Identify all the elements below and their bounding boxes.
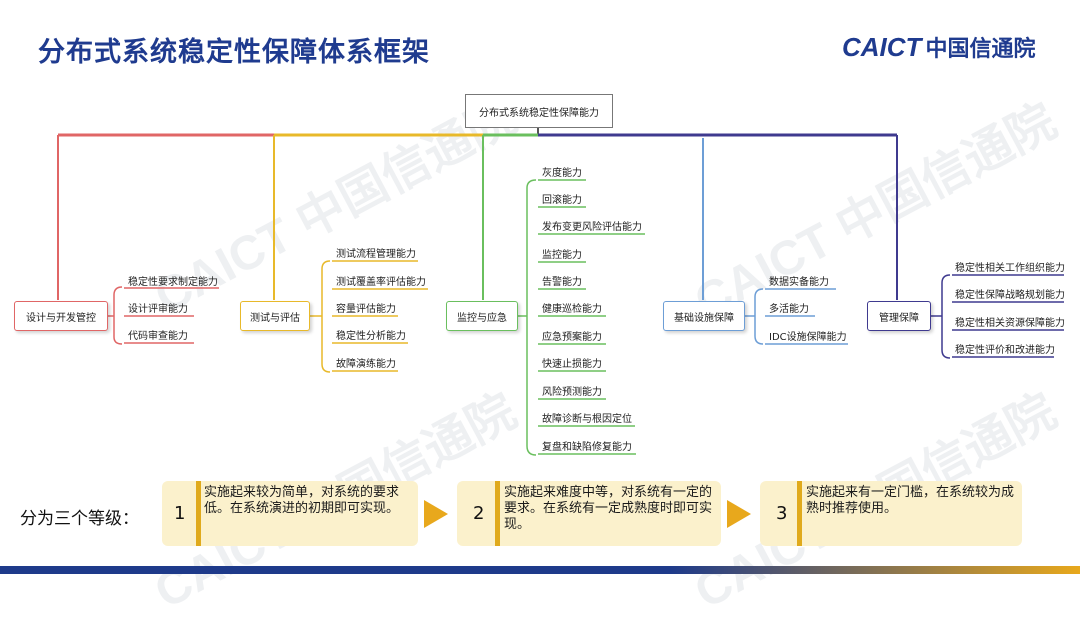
level-card-1: 1 实施起来较为简单，对系统的要求低。在系统演进的初期即可实现。 <box>162 481 418 546</box>
arrow-right-icon <box>424 500 448 528</box>
level-card-2: 2 实施起来难度中等，对系统有一定的要求。在系统有一定成熟度时即可实现。 <box>457 481 721 546</box>
branch-design-dev: 设计与开发管控 <box>14 301 108 331</box>
leaf-item: 回滚能力 <box>542 195 582 206</box>
leaf-item: 设计评审能力 <box>128 304 188 315</box>
level-description: 实施起来较为简单，对系统的要求低。在系统演进的初期即可实现。 <box>204 485 400 516</box>
leaf-item: IDC设施保障能力 <box>769 332 847 343</box>
branch-management: 管理保障 <box>867 301 931 331</box>
leaf-item: 稳定性相关工作组织能力 <box>955 263 1065 274</box>
leaf-item: 监控能力 <box>542 250 582 261</box>
leaf-item: 测试流程管理能力 <box>336 249 416 260</box>
level-number: 2 <box>473 503 485 524</box>
leaf-item: 代码审查能力 <box>128 331 188 342</box>
footer-bar <box>0 566 1080 574</box>
leaf-item: 灰度能力 <box>542 168 582 179</box>
leaf-item: 风险预测能力 <box>542 387 602 398</box>
leaf-item: 稳定性要求制定能力 <box>128 277 218 288</box>
caict-logo: CAICT 中国信通院 <box>842 30 1035 64</box>
branch-monitoring: 监控与应急 <box>446 301 518 331</box>
leaf-item: 告警能力 <box>542 277 582 288</box>
leaf-item: 发布变更风险评估能力 <box>542 222 642 233</box>
logo-en: CAICT <box>842 31 922 62</box>
leaf-item: 故障诊断与根因定位 <box>542 414 632 425</box>
leaf-item: 快速止损能力 <box>542 359 602 370</box>
leaf-item: 稳定性相关资源保障能力 <box>955 318 1065 329</box>
leaf-item: 稳定性评价和改进能力 <box>955 345 1055 356</box>
slide-title: 分布式系统稳定性保障体系框架 <box>38 37 430 68</box>
leaf-item: 测试覆盖率评估能力 <box>336 277 426 288</box>
root-node: 分布式系统稳定性保障能力 <box>465 94 613 128</box>
branch-infrastructure: 基础设施保障 <box>663 301 745 331</box>
leaf-item: 数据实备能力 <box>769 277 829 288</box>
footer-bar-accent <box>670 566 1080 574</box>
level-description: 实施起来有一定门槛，在系统较为成熟时推荐使用。 <box>806 485 1015 516</box>
diagram-connectors <box>57 128 1064 456</box>
level-accent-bar <box>196 481 201 546</box>
branch-testing: 测试与评估 <box>240 301 310 331</box>
arrow-right-icon <box>727 500 751 528</box>
leaf-item: 稳定性分析能力 <box>336 331 406 342</box>
level-accent-bar <box>797 481 802 546</box>
leaf-item: 容量评估能力 <box>336 304 396 315</box>
level-description: 实施起来难度中等，对系统有一定的要求。在系统有一定成熟度时即可实现。 <box>504 485 713 532</box>
level-number: 1 <box>174 503 186 524</box>
level-number: 3 <box>776 503 788 524</box>
leaf-item: 多活能力 <box>769 304 809 315</box>
leaf-item: 健康巡检能力 <box>542 304 602 315</box>
leaf-item: 故障演练能力 <box>336 359 396 370</box>
level-card-3: 3 实施起来有一定门槛，在系统较为成熟时推荐使用。 <box>760 481 1022 546</box>
level-accent-bar <box>495 481 500 546</box>
leaf-item: 复盘和缺陷修复能力 <box>542 442 632 453</box>
logo-cn: 中国信通院 <box>925 37 1036 62</box>
leaf-item: 稳定性保障战略规划能力 <box>955 290 1065 301</box>
leaf-item: 应急预案能力 <box>542 332 602 343</box>
levels-label: 分为三个等级： <box>20 509 139 529</box>
